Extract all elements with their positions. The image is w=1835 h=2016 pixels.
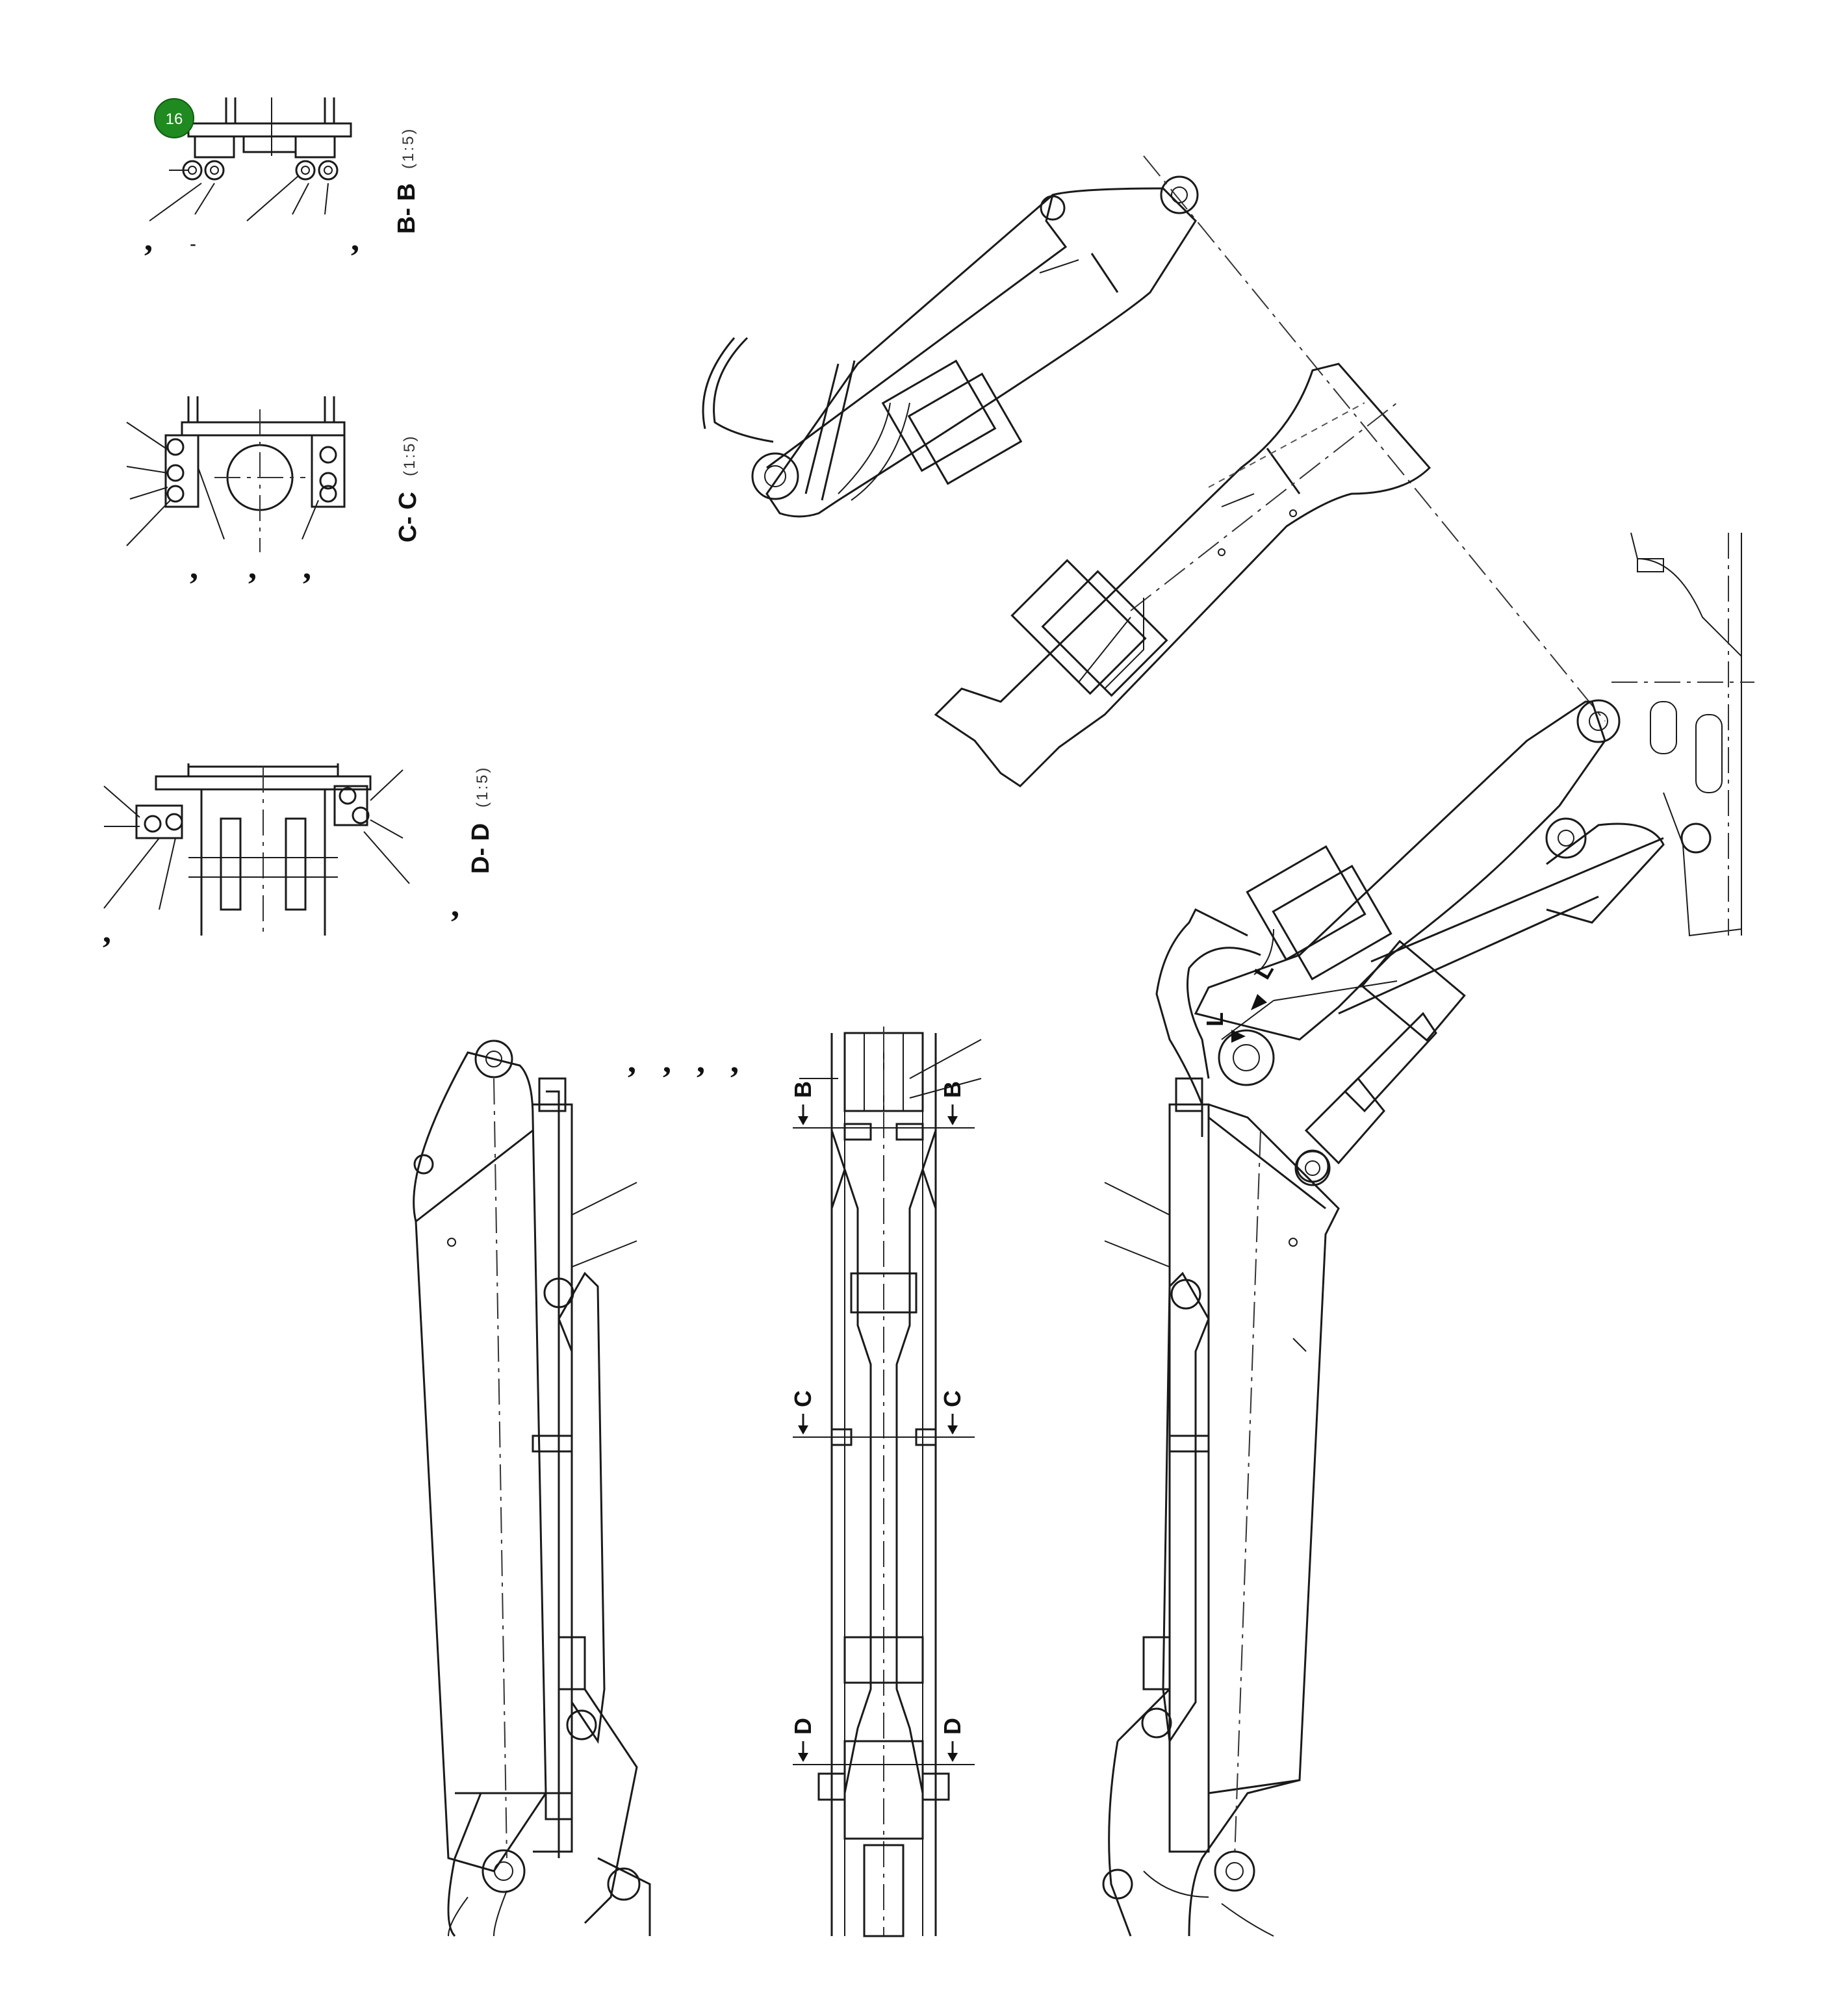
svg-text:D: D <box>939 1718 966 1735</box>
section-arrow-icon <box>947 1425 958 1435</box>
comma-mark: , <box>103 913 111 950</box>
boom-right-view: L L <box>1155 532 1754 1183</box>
svg-text:C: C <box>939 1390 966 1407</box>
section-arrow-icon <box>798 1425 808 1435</box>
svg-text:L: L <box>1248 958 1279 984</box>
section-cc-scale: (1:5) <box>401 435 418 476</box>
section-arrow-icon <box>798 1753 808 1762</box>
section-mark-l-lower: L <box>1201 1012 1246 1043</box>
svg-text:-: - <box>190 233 196 255</box>
arm-middle-view <box>934 363 1431 787</box>
section-mark-b-left: B <box>789 1081 816 1125</box>
comma-mark: , <box>248 549 257 586</box>
svg-text:D: D <box>789 1718 816 1735</box>
section-mark-d-left: D <box>789 1718 816 1762</box>
comma-mark: , <box>697 1043 705 1080</box>
section-arrow-icon <box>947 1753 958 1762</box>
section-arrow-icon <box>1231 1030 1246 1043</box>
section-mark-l-upper: L <box>1248 958 1279 1010</box>
boom-top-view: , , , , B B C C D <box>628 1027 982 1937</box>
comma-mark: , <box>663 1043 671 1080</box>
comma-mark: , <box>144 221 153 258</box>
section-arrow-icon <box>1251 994 1267 1010</box>
arm-upper-view <box>702 155 1606 722</box>
callout-16-icon: 16 <box>154 98 194 138</box>
comma-mark: , <box>730 1043 739 1080</box>
section-dd-scale: (1:5) <box>474 766 491 808</box>
comma-mark: , <box>351 221 359 258</box>
section-bb-title: B- B <box>393 183 420 234</box>
section-view-dd: , , D- D (1:5) <box>103 763 494 950</box>
section-view-cc: , , , C- C (1:5) <box>126 396 422 586</box>
comma-mark: , <box>628 1043 636 1080</box>
section-view-bb: 16 , , - B- B (1:5) <box>144 97 420 258</box>
comma-mark: , <box>303 549 311 586</box>
boom-left-view <box>413 1040 651 1937</box>
section-mark-b-right: B <box>939 1081 966 1125</box>
svg-text:B: B <box>789 1081 816 1098</box>
svg-text:B: B <box>939 1081 966 1098</box>
callout-16-label: 16 <box>166 110 183 128</box>
section-mark-c-right: C <box>939 1390 966 1435</box>
boom-right-lower-view <box>1102 1077 1340 1937</box>
section-bb-scale: (1:5) <box>400 127 417 169</box>
section-arrow-icon <box>798 1116 808 1125</box>
section-mark-d-right: D <box>939 1718 966 1762</box>
svg-text:L: L <box>1201 1012 1228 1027</box>
comma-mark: , <box>451 887 459 924</box>
section-arrow-icon <box>947 1116 958 1125</box>
section-dd-title: D- D <box>467 823 494 874</box>
comma-mark: , <box>190 549 198 586</box>
section-mark-c-left: C <box>789 1390 816 1435</box>
section-cc-title: C- C <box>394 492 422 542</box>
svg-text:C: C <box>789 1390 816 1407</box>
